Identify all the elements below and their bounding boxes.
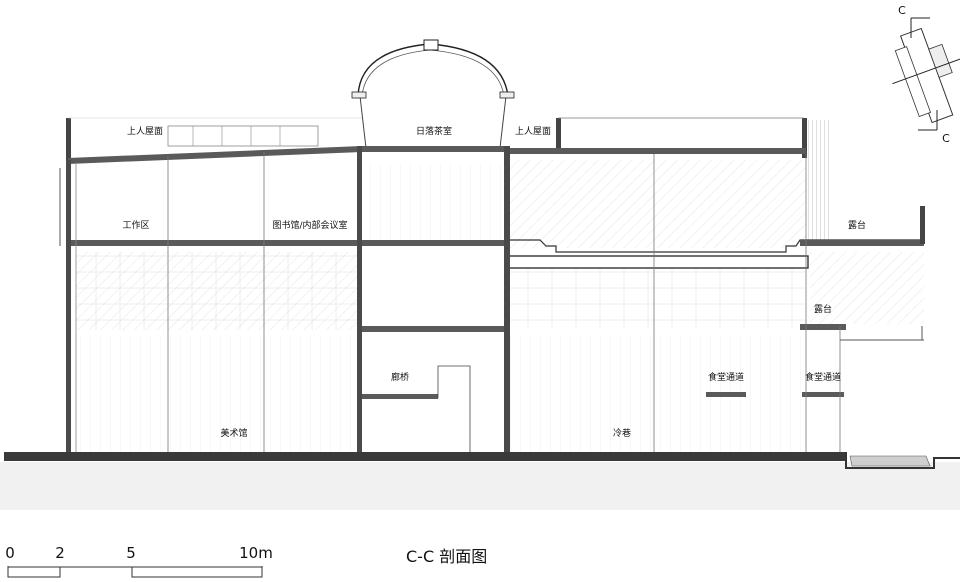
key-plan-marker-top: C (898, 4, 906, 17)
label-canteen-passage-1: 食堂通道 (708, 371, 744, 383)
label-terrace-lower: 露台 (814, 303, 832, 315)
ground (0, 452, 960, 510)
label-roof-deck-left: 上人屋面 (127, 126, 163, 137)
label-canteen-passage-2: 食堂通道 (805, 371, 841, 383)
key-plan-marker-bottom: C (942, 132, 950, 145)
scale-label-5: 5 (126, 544, 136, 562)
room-labels: 上人屋面 日落茶室 上人屋面 工作区 图书馆/内部会议室 露台 露台 廊桥 食堂… (122, 125, 866, 439)
dome (351, 39, 515, 149)
label-roof-deck-right: 上人屋面 (515, 126, 551, 137)
floor-slabs (68, 146, 925, 452)
scale-bar: 0 2 5 10m (5, 544, 273, 578)
drawing-title: C-C 剖面图 (406, 547, 487, 566)
label-library: 图书馆/内部会议室 (272, 219, 347, 231)
label-gallery-bridge: 廊桥 (391, 371, 409, 383)
key-plan: C C (892, 4, 960, 145)
background-elevation (76, 120, 924, 452)
label-cold-alley: 冷巷 (613, 427, 631, 439)
scale-label-10m: 10m (239, 544, 273, 562)
label-work-area: 工作区 (122, 219, 149, 231)
label-sunset-tea-room: 日落茶室 (416, 125, 452, 137)
scale-label-2: 2 (55, 544, 65, 562)
scale-label-0: 0 (5, 544, 15, 562)
label-art-museum: 美术馆 (220, 427, 247, 439)
walls-and-columns (59, 146, 924, 452)
label-terrace-upper: 露台 (848, 219, 866, 231)
roof-structures (66, 117, 807, 160)
